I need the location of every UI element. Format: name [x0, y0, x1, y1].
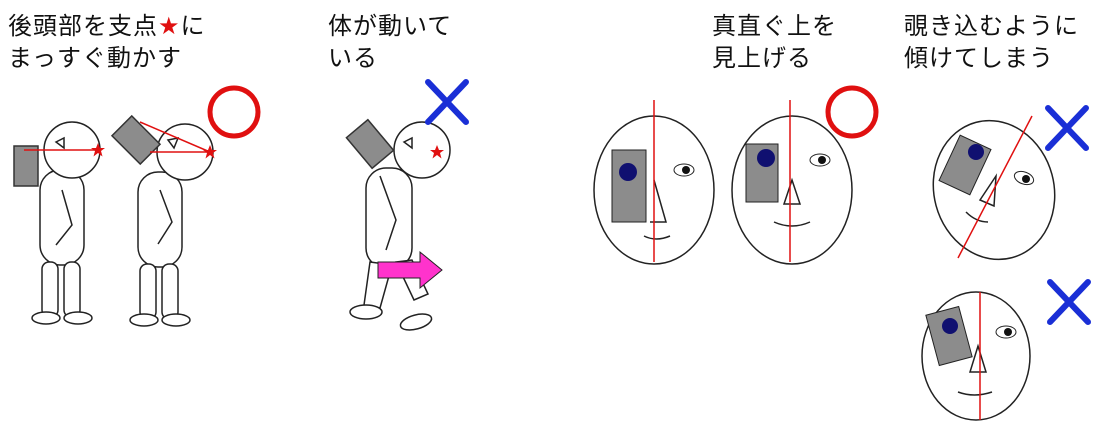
wrong-cross-icon-2	[1045, 105, 1089, 151]
wrong-cross-icon	[425, 79, 469, 125]
caption-tilted-line1: 覗き込むように	[904, 12, 1079, 40]
caption-body-moving: 体が動いて いる	[328, 10, 452, 74]
sight-line-2	[139, 121, 211, 153]
caption-straight-up-line1: 真直ぐ上を	[712, 12, 837, 40]
caption-straight-up: 真直ぐ上を 見上げる	[712, 10, 837, 74]
caption-tilted: 覗き込むように 傾けてしまう	[904, 10, 1079, 74]
caption-straight-up-line2: 見上げる	[712, 44, 812, 72]
caption-body-moving-line1: 体が動いて	[328, 12, 453, 40]
figure-person-walking	[345, 118, 451, 331]
caption-body-moving-line2: いる	[328, 44, 378, 72]
wrong-cross-icon-3	[1047, 279, 1091, 325]
caption-tilted-line2: 傾けてしまう	[904, 44, 1054, 72]
face-straight-1	[593, 100, 715, 265]
correct-circle-icon	[207, 85, 261, 139]
caption-pivot: 後頭部を支点★に まっすぐ動かす	[8, 10, 206, 74]
correct-circle-icon-2	[825, 85, 879, 139]
movement-arrow-icon	[377, 250, 443, 290]
caption-pivot-line2: まっすぐ動かす	[8, 44, 183, 72]
star-icon: ★	[158, 12, 181, 40]
caption-pivot-line1-end: に	[180, 12, 206, 40]
figure-person-pivot	[110, 114, 214, 327]
figure-person-straight	[13, 121, 101, 325]
face-tilted-bottom	[921, 291, 1031, 421]
caption-pivot-line1: 後頭部を支点	[8, 12, 158, 40]
face-tilted-top	[932, 115, 1056, 261]
face-straight-2	[731, 100, 853, 265]
